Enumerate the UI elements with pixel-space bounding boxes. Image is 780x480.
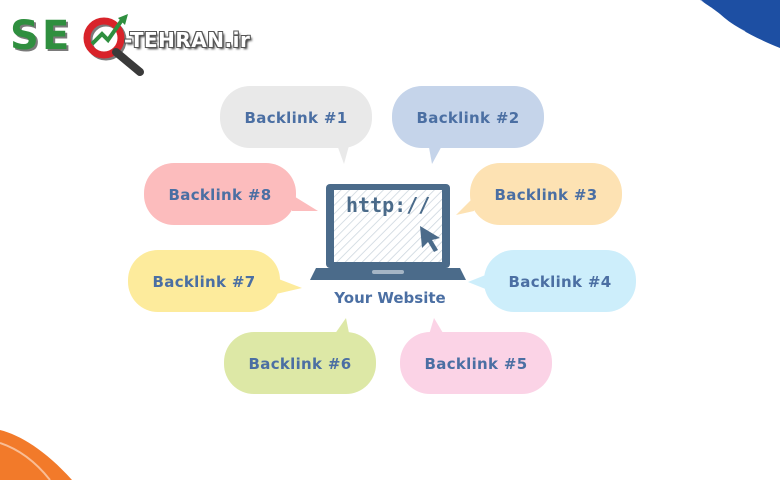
backlink-bubble-1: Backlink #1 — [218, 84, 374, 164]
backlink-bubble-6: Backlink #6 — [222, 318, 378, 398]
backlink-label: Backlink #8 — [168, 186, 272, 204]
bubble-shape — [144, 163, 318, 225]
corner-decoration-top-right — [699, 0, 780, 48]
magnifier-q-icon — [83, 14, 144, 76]
cursor-arrow-icon — [420, 226, 440, 252]
bubble-shape — [456, 163, 622, 225]
bubble-shape — [220, 86, 372, 164]
backlink-label: Backlink #3 — [494, 186, 598, 204]
corner-decoration-bottom-left — [0, 430, 72, 480]
backlink-bubble-8: Backlink #8 — [142, 161, 318, 229]
backlink-label: Backlink #2 — [416, 109, 520, 127]
backlink-label: Backlink #4 — [508, 273, 612, 291]
bubble-shape — [128, 250, 302, 312]
backlink-label: Backlink #1 — [244, 109, 348, 127]
logo-letter-e: E — [42, 13, 70, 59]
bubble-shape — [400, 318, 552, 394]
logo-tehran-text: -TEHRAN.ir — [124, 28, 251, 52]
backlink-label: Backlink #6 — [248, 355, 352, 373]
seo-tehran-logo[interactable]: S E -TEHRAN.ir — [8, 8, 268, 78]
your-website-label: Your Website — [334, 289, 446, 307]
backlink-bubble-2: Backlink #2 — [390, 84, 546, 164]
bubble-shape — [392, 86, 544, 164]
backlink-label: Backlink #5 — [424, 355, 528, 373]
url-text: http:// — [346, 193, 431, 217]
bubble-shape — [468, 250, 636, 312]
backlink-bubble-5: Backlink #5 — [398, 318, 554, 398]
backlink-bubble-3: Backlink #3 — [456, 161, 624, 229]
bubble-shape — [224, 318, 376, 394]
logo-letter-s: S — [10, 13, 39, 59]
backlink-label: Backlink #7 — [152, 273, 256, 291]
backlink-bubble-7: Backlink #7 — [126, 248, 302, 316]
backlink-bubble-4: Backlink #4 — [468, 248, 638, 316]
laptop-icon — [310, 184, 466, 280]
